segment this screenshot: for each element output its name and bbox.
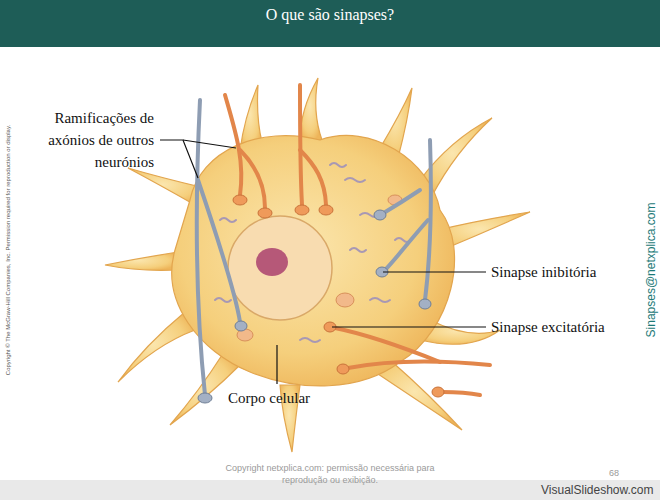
title-bar: [0, 0, 660, 47]
cell-body: [172, 135, 455, 385]
leader-lines: [160, 140, 486, 384]
organelles: [215, 163, 411, 342]
organelle-dots: [237, 195, 402, 341]
site-vertical: Sinapses@netxplica.com: [644, 203, 658, 338]
slide-title: O que são sinapses?: [0, 5, 660, 25]
inhibitory-terminals: [198, 210, 431, 403]
excitatory-axons: [225, 85, 490, 395]
axon-label: Ramificações de axónios de outros neurón…: [20, 107, 154, 173]
copyright-vertical: Copyright © The McGraw-Hill Companies, I…: [4, 125, 12, 375]
cell-body-label: Corpo celular: [228, 388, 310, 408]
inhibitory-axons: [197, 100, 431, 395]
excitatory-terminals: [233, 195, 444, 397]
nucleolus: [256, 248, 288, 276]
excitatory-label: Sinapse excitatória: [491, 317, 605, 337]
slide-number: 68: [609, 468, 619, 479]
nucleus: [228, 216, 332, 320]
copyright-note: Copyright netxplica.com: permissão neces…: [225, 462, 435, 486]
watermark: VisualSlideshow.com: [541, 483, 654, 498]
dendrites: [105, 78, 530, 452]
inhibitory-label: Sinapse inibitória: [491, 262, 596, 282]
